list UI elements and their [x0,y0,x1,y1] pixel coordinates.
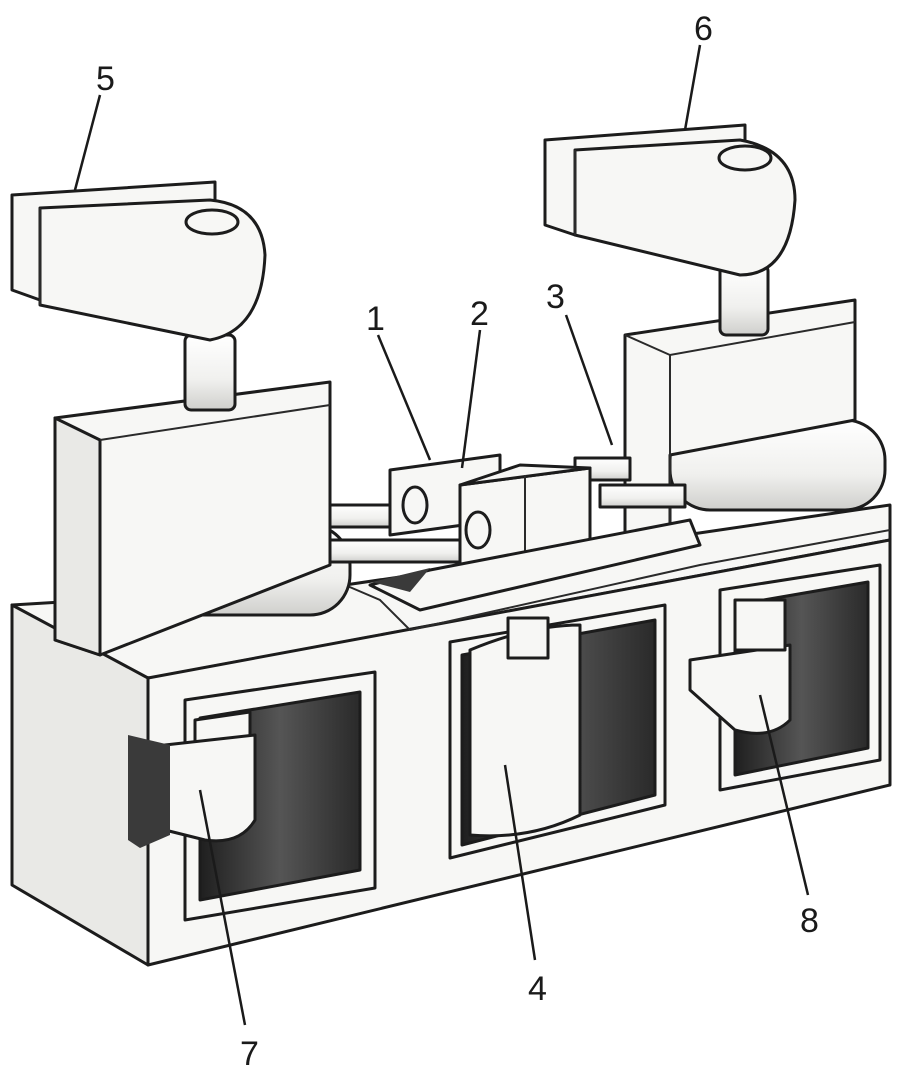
leader-6 [683,44,702,131]
rough-edge [128,735,170,848]
callout-3: 3 [546,278,565,316]
leader-lines [73,44,810,1026]
leader-2 [460,329,482,469]
leader-7 [198,789,247,1026]
cavity-right [688,563,882,792]
callout-4: 4 [528,970,547,1008]
cavity-center [448,603,667,860]
left-actuator-head [10,180,267,342]
callout-6: 6 [694,10,713,48]
callout-labels: 5 6 1 2 3 7 4 8 [96,10,819,1073]
leader-3 [564,314,614,446]
callout-7: 7 [240,1035,259,1073]
right-clamp-unit [573,263,887,537]
left-clamp-unit [53,333,462,657]
central-die-blocks [368,453,702,612]
right-actuator-head [543,123,797,277]
leader-1 [376,334,432,461]
callout-5: 5 [96,60,115,98]
callout-2: 2 [470,295,489,333]
callout-8: 8 [800,902,819,940]
leader-4 [503,764,537,961]
leader-5 [73,94,102,191]
cavity-left [128,670,377,922]
callout-1: 1 [366,300,385,338]
leader-8 [758,694,810,896]
